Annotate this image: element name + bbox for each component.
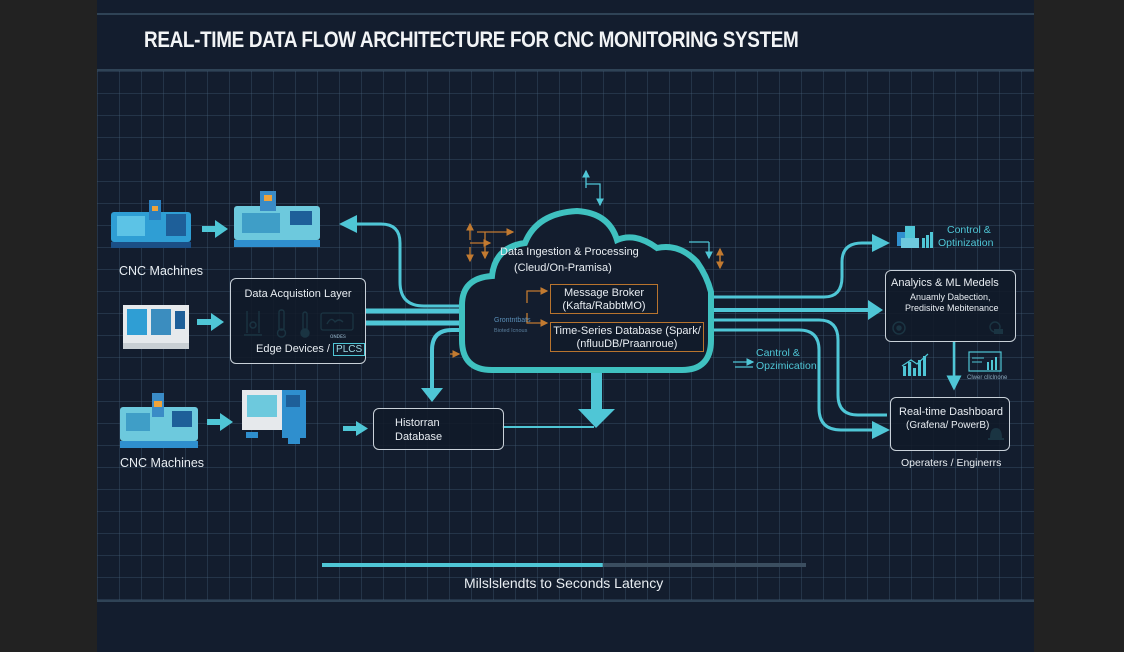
historian-line-1: Historran bbox=[395, 417, 440, 429]
broker-line-1: Message Broker bbox=[563, 287, 645, 299]
analytics-title: Analyics & ML Medels bbox=[891, 277, 999, 289]
cnc-machine-icon bbox=[123, 305, 189, 349]
page-title: REAL-TIME DATA FLOW ARCHITECTURE FOR CNC… bbox=[144, 27, 799, 52]
historian-database-box[interactable]: Historran Database bbox=[373, 408, 504, 450]
bar-chart-icon bbox=[901, 353, 929, 376]
edge-devices-label: Edge Devices / PLCS bbox=[256, 343, 366, 356]
flow-line-cloud-control bbox=[714, 234, 890, 299]
cnc-machines-label-bottom: CNC Machines bbox=[120, 456, 205, 470]
monitor-caption: ᴏɴᴅᴇs bbox=[330, 334, 346, 340]
time-series-database-box[interactable]: Time-Series Database (Spark/ (nfluuDB/Pr… bbox=[550, 322, 704, 352]
small-arrows-mid bbox=[526, 287, 549, 327]
small-arrows-top bbox=[582, 169, 604, 207]
dashboard-subtitle: (Grafena/ PowerB) bbox=[906, 420, 990, 431]
control-optimization-mid: Cantrol & Opzimication bbox=[756, 347, 817, 373]
control-mid-line-2: Opzimication bbox=[756, 360, 817, 372]
cloud-side-label-1: Grontntbats bbox=[494, 317, 531, 324]
flow-line-cloud-dashboard-2 bbox=[714, 328, 890, 439]
diagram-canvas: REAL-TIME DATA FLOW ARCHITECTURE FOR CNC… bbox=[97, 0, 1034, 652]
small-arrows-right bbox=[689, 241, 755, 368]
control-optimization-top: Control & Optinization bbox=[938, 224, 993, 250]
arrow-cnc-bottom bbox=[207, 413, 233, 431]
message-broker-box[interactable]: Message Broker (Kafta/RabbtMO) bbox=[550, 284, 658, 314]
flow-line-cloud-dashboard-1 bbox=[714, 318, 887, 417]
header-bottom-rule bbox=[97, 69, 1034, 71]
arrow-cnc-top bbox=[202, 220, 228, 238]
arrow-cnc-mid bbox=[197, 313, 224, 331]
monitor-chart-icon bbox=[968, 351, 1002, 372]
latency-label: Milslslendts to Seconds Latency bbox=[464, 575, 664, 591]
footer-rule bbox=[97, 600, 1034, 602]
cloud-title: Data Ingestion & Processing bbox=[500, 246, 639, 258]
historian-line-2: Database bbox=[395, 431, 443, 443]
cnc-machine-icon bbox=[242, 390, 306, 444]
arrow-to-historian bbox=[343, 421, 368, 436]
cloud-down-arrowhead bbox=[578, 409, 615, 428]
cloud-down-shaft bbox=[591, 373, 602, 410]
cloud-subtitle: (Cleud/On-Pramisa) bbox=[514, 262, 612, 274]
plcs-badge: PLCS bbox=[333, 343, 366, 356]
chart-caption: Clwer cllclnone bbox=[967, 375, 1008, 381]
cnc-machine-icon bbox=[111, 200, 191, 248]
acquisition-title: Data Acquistion Layer bbox=[244, 288, 352, 300]
tsdb-line-1: Time-Series Database (Spark/ bbox=[553, 325, 701, 337]
analytics-ml-box[interactable]: Analyics & ML Medels Anuamly Dabection, … bbox=[885, 270, 1016, 342]
arrow-down-historian bbox=[421, 388, 443, 402]
data-acquisition-box[interactable]: Data Acquistion Layer ᴏɴᴅᴇs Edge Devices… bbox=[230, 278, 366, 364]
tsdb-line-2: (nfluuDB/Praanroue) bbox=[576, 338, 678, 350]
arrow-analytics bbox=[868, 300, 883, 320]
flow-line-cloud-historian bbox=[430, 328, 469, 388]
flow-line-feedback-top bbox=[339, 215, 469, 308]
realtime-dashboard-box[interactable]: Real-time Dashboard (Grafena/ PowerB) bbox=[890, 397, 1010, 451]
operators-engineers-label: Operaters / Enginerrs bbox=[901, 457, 1002, 469]
dashboard-title: Real-time Dashboard bbox=[899, 406, 1003, 418]
control-top-line-1: Control & bbox=[947, 224, 991, 236]
small-arrows-orange bbox=[450, 222, 724, 358]
analytics-line-2: Predisitve Mebitenance bbox=[905, 303, 999, 313]
header-top-rule bbox=[97, 13, 1034, 15]
cnc-machine-icon bbox=[120, 393, 198, 448]
historian-label: Historran Database bbox=[395, 416, 442, 444]
control-building-icon bbox=[897, 226, 933, 248]
cnc-machines-label-top: CNC Machines bbox=[119, 264, 204, 278]
cloud-side-label-2: Bioted Icnous bbox=[494, 328, 528, 334]
control-mid-line-1: Cantrol & bbox=[756, 347, 800, 359]
edge-devices-prefix: Edge Devices / bbox=[256, 343, 330, 355]
latency-fill bbox=[322, 563, 603, 567]
broker-line-2: (Kafta/RabbtMO) bbox=[562, 300, 646, 312]
analytics-line-1: Anuamly Dabection, bbox=[910, 292, 991, 302]
control-top-line-2: Optinization bbox=[938, 237, 994, 249]
cnc-machine-icon bbox=[234, 191, 320, 247]
